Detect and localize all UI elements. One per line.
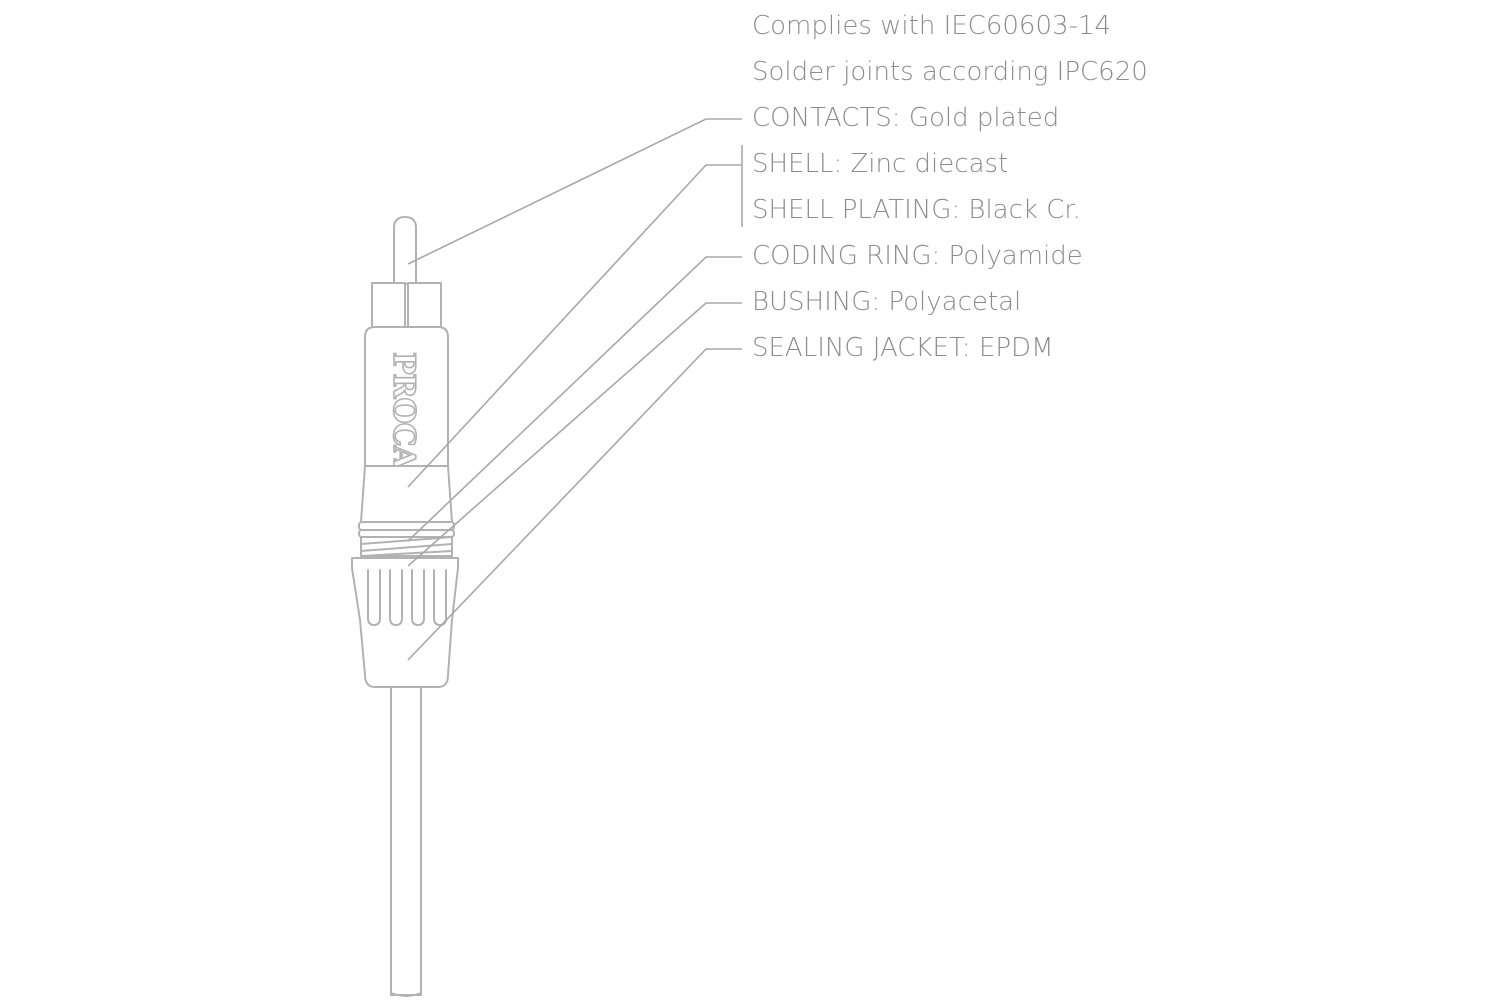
- leader-lines: [407, 118, 743, 661]
- spec-coding-ring: CODING RING: Polyamide: [752, 241, 1083, 271]
- spec-bushing: BUSHING: Polyacetal: [752, 287, 1021, 317]
- spec-standard: Complies with IEC60603-14: [752, 11, 1111, 41]
- spec-shell-plating: SHELL PLATING: Black Cr.: [752, 195, 1081, 225]
- bushing: [360, 536, 453, 557]
- center-pin: [393, 216, 417, 285]
- rca-connector: PROCAB: [351, 216, 459, 997]
- spec-sealing-jacket: SEALING JACKET: EPDM: [752, 333, 1054, 363]
- spec-contacts: CONTACTS: Gold plated: [752, 103, 1059, 133]
- spec-shell: SHELL: Zinc diecast: [752, 149, 1008, 179]
- cable: [390, 682, 422, 997]
- leader-coding-ring: [407, 256, 742, 542]
- leader-bushing: [407, 302, 742, 567]
- leader-contacts: [407, 118, 742, 265]
- shell: [364, 326, 449, 467]
- outer-contact: [371, 282, 442, 328]
- leader-shell: [407, 164, 742, 488]
- leader-sealing-jacket: [407, 348, 742, 661]
- spec-solder: Solder joints according IPC620: [752, 57, 1148, 87]
- coding-ring: [358, 521, 455, 538]
- sealing-jacket: [351, 557, 459, 688]
- spec-labels: Complies with IEC60603-14 Solder joints …: [752, 11, 1148, 363]
- shell-lower: [360, 465, 453, 523]
